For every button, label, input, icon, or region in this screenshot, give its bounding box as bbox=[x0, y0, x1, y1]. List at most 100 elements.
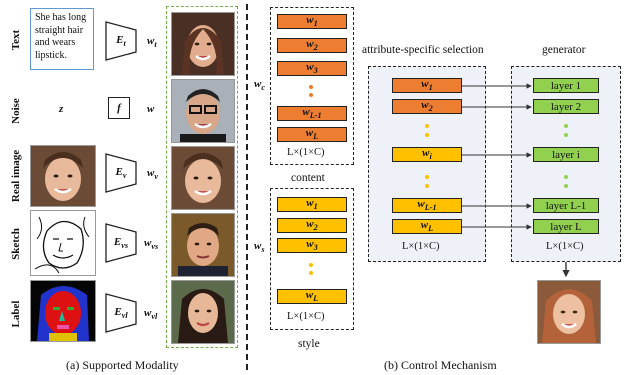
selection-ellipsis-dot bbox=[425, 175, 429, 179]
style-dims-label: L×(1×C) bbox=[287, 311, 325, 322]
panel-divider bbox=[246, 4, 248, 370]
style-box-wl-label: wL bbox=[305, 289, 319, 304]
content-box-wl-1-label: wL-1 bbox=[302, 106, 322, 121]
selection-title: attribute-specific selection bbox=[362, 44, 484, 56]
face-illustration-icon bbox=[172, 214, 234, 276]
face-illustration-icon bbox=[538, 281, 600, 343]
image-encoder-trapezoid bbox=[105, 153, 137, 193]
label-encoder-label: Evl bbox=[114, 306, 128, 321]
output-face-real-image bbox=[171, 146, 235, 210]
style-ellipsis-dot bbox=[309, 263, 313, 267]
selection-box-wl-label: wL bbox=[420, 219, 434, 234]
output-face-label bbox=[171, 280, 235, 344]
segmentation-map-icon bbox=[31, 281, 95, 341]
generator-dims-label: L×(1×C) bbox=[546, 241, 584, 252]
selection-box-w1-label: w1 bbox=[421, 78, 433, 93]
w-vs-label: wvs bbox=[144, 237, 159, 252]
face-illustration-icon bbox=[172, 281, 234, 343]
selection-box-w2-label: w2 bbox=[421, 99, 433, 114]
text-encoder-label: Et bbox=[116, 34, 126, 49]
style-box-w2-label: w2 bbox=[306, 218, 318, 233]
generator-title: generator bbox=[542, 44, 586, 56]
selection-box-w2: w2 bbox=[392, 99, 462, 114]
selection-dims-label: L×(1×C) bbox=[402, 241, 440, 252]
w-label: w bbox=[147, 103, 155, 115]
generator-layer-i: layer i bbox=[533, 147, 599, 162]
generator-layer-l-label: layer L bbox=[550, 220, 582, 233]
w-c-label: wc bbox=[254, 78, 266, 93]
style-box-w2: w2 bbox=[277, 218, 347, 233]
content-ellipsis-dot bbox=[309, 85, 313, 89]
selection-box-wl: wL bbox=[392, 219, 462, 234]
content-box-wl: wL bbox=[277, 127, 347, 142]
sketch-encoder-trapezoid bbox=[105, 223, 137, 263]
sketch-input-image bbox=[30, 210, 96, 276]
selection-box-wl-1: wL-1 bbox=[392, 198, 462, 213]
style-latent-frame bbox=[270, 188, 354, 330]
real-face-input-image bbox=[30, 145, 96, 207]
generator-ellipsis-dot bbox=[564, 133, 568, 137]
style-box-w3-label: w3 bbox=[306, 238, 318, 253]
style-title: style bbox=[298, 338, 320, 350]
selection-ellipsis-dot bbox=[425, 124, 429, 128]
face-illustration-icon bbox=[172, 13, 234, 75]
style-box-w1: w1 bbox=[277, 197, 347, 212]
face-illustration-icon bbox=[172, 147, 234, 209]
style-box-w1-label: w1 bbox=[306, 197, 318, 212]
style-box-w3: w3 bbox=[277, 238, 347, 253]
generator-layer-l: layer L bbox=[533, 219, 599, 234]
generator-ellipsis-dot bbox=[564, 175, 568, 179]
generator-layer-1: layer 1 bbox=[533, 78, 599, 93]
selection-box-wi: wi bbox=[392, 147, 462, 162]
text-input-box: She has long straight hair and wears lip… bbox=[30, 8, 94, 70]
output-face-text bbox=[171, 12, 235, 76]
generator-ellipsis-dot bbox=[564, 124, 568, 128]
caption-supported-modality: (a) Supported Modality bbox=[66, 358, 179, 372]
label-encoder-trapezoid bbox=[105, 293, 137, 333]
selection-box-w1: w1 bbox=[392, 78, 462, 93]
w-vl-label: wvl bbox=[144, 307, 158, 322]
w-s-label: ws bbox=[254, 240, 265, 255]
selection-box-wi-label: wi bbox=[422, 147, 432, 162]
selection-ellipsis-dot bbox=[425, 133, 429, 137]
generator-layer-l-1-label: layer L-1 bbox=[545, 199, 587, 212]
generator-ellipsis-dot bbox=[564, 184, 568, 188]
text-encoder-trapezoid bbox=[105, 21, 137, 61]
noise-z-label: z bbox=[59, 103, 64, 115]
caption-control-mechanism: (b) Control Mechanism bbox=[384, 358, 497, 372]
style-box-wl: wL bbox=[277, 289, 347, 304]
content-ellipsis-dot bbox=[309, 93, 313, 97]
style-ellipsis-dot bbox=[309, 271, 313, 275]
w-t-label: wt bbox=[147, 35, 157, 50]
text-input-content: She has long straight hair and wears lip… bbox=[35, 12, 87, 61]
content-latent-frame bbox=[270, 7, 354, 165]
sketch-drawing-icon bbox=[34, 216, 90, 274]
content-title: content bbox=[291, 172, 325, 184]
label-map-input-image bbox=[30, 280, 96, 342]
face-illustration-icon bbox=[172, 80, 234, 142]
w-v-label: wv bbox=[147, 167, 159, 182]
content-box-w3: w3 bbox=[277, 61, 347, 76]
content-box-wl-label: wL bbox=[305, 127, 319, 142]
noise-mapping-label: f bbox=[117, 102, 121, 114]
content-box-w3-label: w3 bbox=[306, 61, 318, 76]
output-face-sketch bbox=[171, 213, 235, 277]
image-encoder-label: Ev bbox=[115, 166, 127, 181]
content-box-w1: w1 bbox=[277, 14, 347, 29]
generated-output-face bbox=[537, 280, 601, 344]
generator-layer-l-1: layer L-1 bbox=[533, 198, 599, 213]
content-box-w1-label: w1 bbox=[306, 14, 318, 29]
generator-layer-i-label: layer i bbox=[552, 148, 580, 161]
content-dims-label: L×(1×C) bbox=[287, 147, 325, 158]
content-box-w2: w2 bbox=[277, 38, 347, 53]
sketch-encoder-label: Evs bbox=[113, 236, 129, 251]
output-face-noise bbox=[171, 79, 235, 143]
generator-layer-2: layer 2 bbox=[533, 99, 599, 114]
noise-mapping-box: f bbox=[108, 97, 130, 119]
generator-layer-1-label: layer 1 bbox=[550, 79, 582, 92]
generator-layer-2-label: layer 2 bbox=[550, 100, 582, 113]
outputs-dashed-frame bbox=[166, 6, 238, 348]
selection-ellipsis-dot bbox=[425, 184, 429, 188]
content-box-wl-1: wL-1 bbox=[277, 106, 347, 121]
